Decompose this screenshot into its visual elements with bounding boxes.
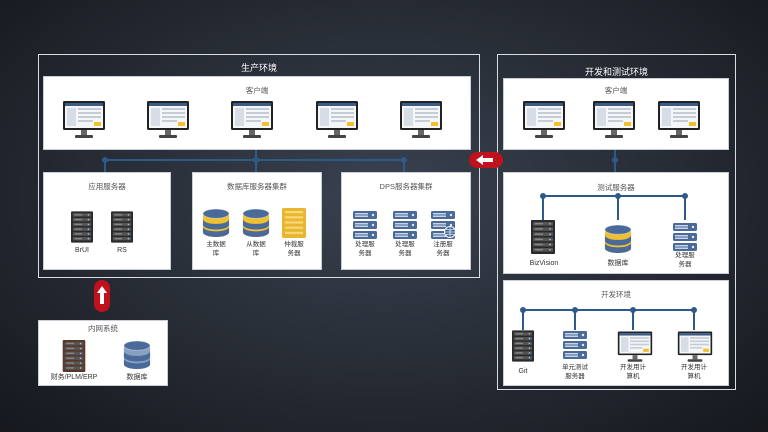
prod-monitor-icon-4 [315,100,359,145]
test-db-label: 数据库 [607,260,629,267]
bizvision-label: BizVision [529,260,559,267]
slave-db-icon [242,208,270,243]
intranet-db-label: 数据库 [126,374,148,381]
dev-title: 开发和测试环境 [584,67,648,77]
db-cluster-title: 数据库服务器集群 [227,182,287,191]
arbiter-server-icon [282,208,306,243]
app-server-panel: 应用服务器 [43,172,171,270]
dev-pc-1-icon [617,330,653,369]
master-db-icon [202,208,230,243]
brui-server-icon [71,210,93,249]
red-arrow-icon [94,280,110,312]
rs-label: RS [117,247,127,254]
brui-label: BrUI [75,247,89,254]
master-db-label: 主数据库 [206,241,226,257]
arbiter-label: 仲裁服务器 [284,241,304,257]
test-server-title: 测试服务器 [597,183,635,192]
production-title: 生产环境 [240,63,277,73]
production-client-title: 客户端 [245,86,269,95]
reg-server-label: 注册服务器 [433,241,453,257]
dev-pc-2-icon [677,330,713,369]
dev-pc-1-label: 开发用计算机 [620,364,646,380]
reg-server-icon [430,210,456,245]
bizvision-server-icon [531,220,555,259]
red-arrow-icon [469,152,503,168]
proc-server-1-icon [352,210,378,245]
prod-monitor-icon-5 [399,100,443,145]
erp-label: 财务/PLM/ERP [50,374,98,381]
dev-env-title: 开发环境 [601,290,631,299]
intranet-db-icon [123,340,151,375]
dev-monitor-icon-3 [657,100,701,145]
app-server-title: 应用服务器 [88,182,126,191]
intranet-title: 内网系统 [88,324,118,333]
git-label: Git [518,368,528,375]
slave-db-label: 从数据库 [246,241,266,257]
dev-frame: 开发和测试环境 [497,54,736,390]
test-db-icon [604,224,632,259]
erp-server-icon [62,340,86,377]
test-proc-server-icon [672,222,698,257]
git-server-icon [512,330,534,367]
dev-client-title: 客户端 [604,86,628,95]
dev-monitor-icon-1 [522,100,566,145]
proc-server-2-icon [392,210,418,245]
dev-pc-2-label: 开发用计算机 [681,364,707,380]
unit-test-server-icon [562,330,588,365]
prod-monitor-icon-2 [146,100,190,145]
prod-monitor-icon-1 [62,100,106,145]
proc-server-1-label: 处理服务器 [355,241,375,257]
unit-test-label: 单元测试服务器 [562,364,588,380]
dps-cluster-title: DPS服务器集群 [379,182,433,191]
test-proc-label: 处理服务器 [675,252,695,268]
dev-monitor-icon-2 [592,100,636,145]
rs-server-icon [111,210,133,249]
prod-monitor-icon-3 [230,100,274,145]
proc-server-2-label: 处理服务器 [395,241,415,257]
